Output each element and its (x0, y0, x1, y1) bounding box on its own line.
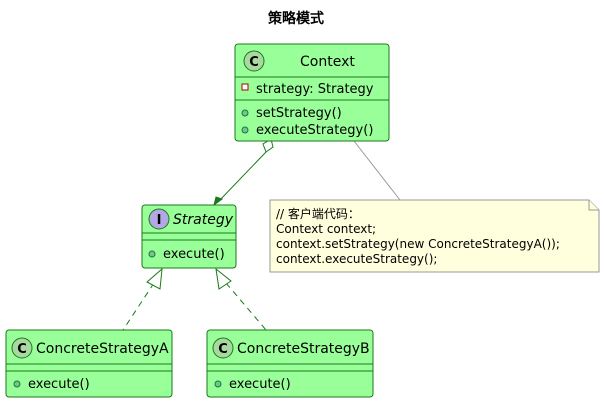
public-visibility-icon (241, 126, 249, 134)
class-method: execute() (28, 377, 90, 392)
realization-triangle-icon (215, 267, 232, 290)
class-context[interactable]: C Context strategy: Strategy setStrategy… (234, 43, 390, 142)
diagram-title: 策略模式 (267, 10, 324, 27)
class-circle-icon (212, 337, 234, 359)
note-line: context.executeStrategy(); (276, 252, 437, 266)
realization-triangle-icon (146, 267, 163, 290)
private-visibility-icon (241, 83, 249, 91)
class-kind-letter: C (249, 55, 259, 70)
class-name: ConcreteStrategyA (36, 341, 169, 357)
class-method: execute() (229, 377, 291, 392)
public-visibility-icon (148, 250, 156, 258)
class-method: setStrategy() (256, 106, 342, 121)
note-connector (353, 140, 401, 201)
code-note[interactable]: // 客户端代码： Context context; context.setSt… (269, 199, 600, 273)
note-line: Context context; (276, 222, 376, 236)
note-line: context.setStrategy(new ConcreteStrategy… (276, 237, 560, 251)
class-method: execute() (163, 247, 225, 262)
class-kind-letter: I (157, 213, 162, 228)
public-visibility-icon (241, 109, 249, 117)
public-visibility-icon (13, 380, 21, 388)
class-name: Context (300, 54, 355, 70)
note-fold-icon (588, 200, 599, 211)
realization-edge-b (215, 267, 267, 331)
realization-edge-a (122, 267, 163, 331)
aggregation-edge (213, 138, 274, 207)
class-concrete-strategy-b[interactable]: C ConcreteStrategyB execute() (206, 329, 374, 398)
note-line: // 客户端代码： (276, 206, 360, 221)
arrowhead-icon (213, 196, 224, 207)
public-visibility-icon (214, 380, 222, 388)
class-kind-letter: C (17, 342, 27, 357)
class-circle-icon (11, 337, 33, 359)
class-name: ConcreteStrategyB (237, 341, 370, 357)
aggregation-diamond-icon (262, 138, 274, 153)
class-circle-icon (243, 50, 265, 72)
class-name: Strategy (173, 212, 234, 228)
interface-strategy[interactable]: I Strategy execute() (141, 204, 237, 269)
class-kind-letter: C (218, 342, 228, 357)
class-method: executeStrategy() (256, 123, 373, 138)
class-field: strategy: Strategy (256, 82, 374, 97)
interface-circle-icon (148, 208, 170, 230)
class-concrete-strategy-a[interactable]: C ConcreteStrategyA execute() (5, 329, 173, 398)
